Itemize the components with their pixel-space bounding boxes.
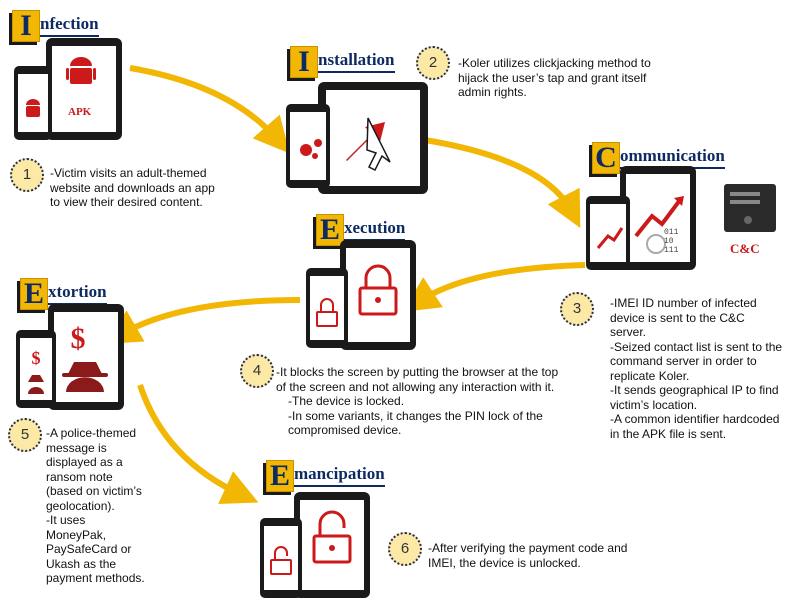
globe-icon (646, 234, 666, 254)
spy-icon-small (28, 375, 44, 394)
dollar-icon-small: $ (32, 348, 41, 368)
step-number-4: 4 (240, 354, 274, 388)
open-padlock-icon-large (312, 510, 352, 564)
step-number-2: 2 (416, 46, 450, 80)
gear-icon (300, 139, 322, 159)
step-number-3: 3 (560, 292, 594, 326)
pointer-icon (366, 117, 391, 172)
dollar-icon-large: $ (71, 322, 86, 355)
step-number-6: 6 (388, 532, 422, 566)
open-padlock-icon-small (270, 546, 292, 575)
trend-up-icon-large (634, 198, 682, 238)
padlock-icon-small (316, 298, 338, 327)
android-icon-small (26, 99, 40, 117)
arrow-installation-to-communication (424, 137, 581, 228)
step-number-5: 5 (8, 418, 42, 452)
apk-label: APK (68, 106, 92, 118)
step-number-1: 1 (10, 158, 44, 192)
server-label: C&C (730, 241, 760, 256)
trend-up-icon-small (596, 227, 624, 249)
spy-icon-large (62, 362, 108, 392)
arrow-communication-to-execution (402, 262, 586, 312)
android-icon-large (66, 57, 96, 84)
arrow-infection-to-installation (129, 65, 290, 154)
padlock-icon-large (358, 264, 398, 316)
arrow-extortion-to-emancipation (137, 384, 259, 504)
server-icon (724, 184, 776, 232)
description-execution: -It blocks the screen by putting the bro… (276, 365, 559, 437)
arrow-execution-to-extortion (104, 297, 301, 345)
